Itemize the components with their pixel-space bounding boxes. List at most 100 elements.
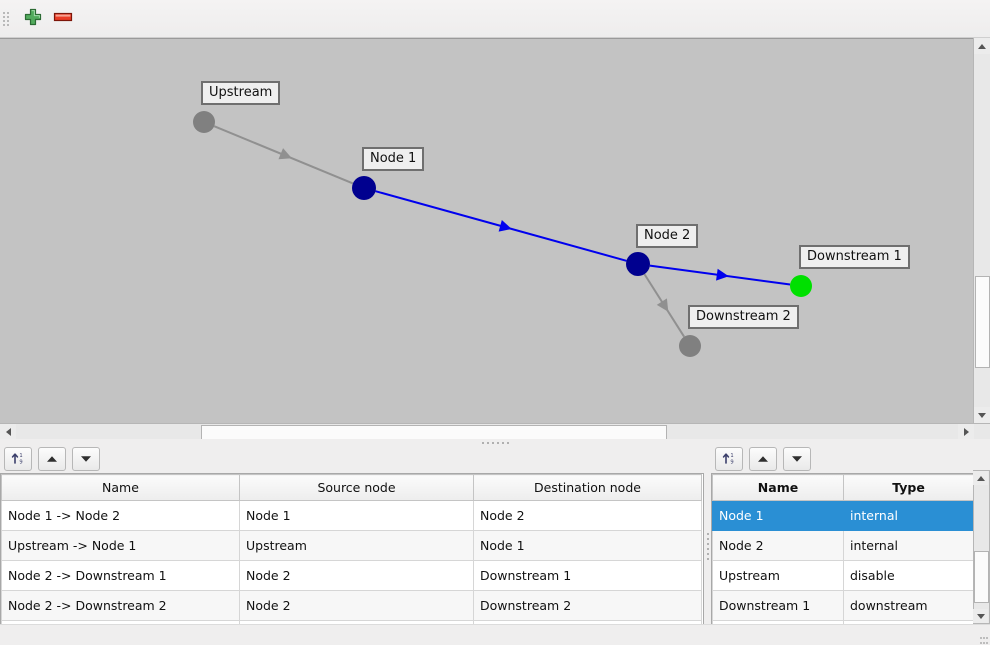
graph-node-label[interactable]: Upstream <box>201 81 281 105</box>
edge-arrowhead <box>716 268 729 281</box>
graph-node-label[interactable]: Downstream 1 <box>799 245 910 269</box>
graph-node-label[interactable]: Downstream 2 <box>688 305 799 329</box>
canvas-vertical-scrollbar[interactable] <box>973 38 990 423</box>
edges-table-cell[interactable]: Upstream <box>239 530 474 561</box>
node-layer <box>193 111 812 357</box>
edges-table-cell[interactable]: Node 2 -> Downstream 1 <box>1 560 240 591</box>
edges-table-cell[interactable]: Node 2 <box>239 590 474 621</box>
triangle-down-icon <box>790 452 804 467</box>
triangle-right-icon <box>963 428 969 436</box>
nodes-move-up-button[interactable] <box>749 447 777 471</box>
edges-table-column-header[interactable]: Source node <box>239 474 474 501</box>
edges-panel-toolbar: 1 9 <box>0 443 704 473</box>
edges-table-column-header[interactable]: Name <box>1 474 240 501</box>
horizontal-scroll-thumb[interactable] <box>201 425 667 440</box>
svg-text:9: 9 <box>19 459 22 465</box>
nodes-scroll-up-button[interactable] <box>973 471 988 485</box>
triangle-up-icon <box>978 43 986 49</box>
edges-table-cell[interactable]: Downstream 2 <box>473 590 702 621</box>
nodes-table-cell[interactable]: Upstream <box>712 560 844 591</box>
svg-text:9: 9 <box>730 459 733 465</box>
minus-icon <box>52 7 74 30</box>
graph-drawing[interactable] <box>0 39 974 439</box>
edges-table-cell[interactable]: Node 2 <box>473 500 702 531</box>
graph-node[interactable] <box>193 111 215 133</box>
nodes-table-cell[interactable]: Node 2 <box>712 530 844 561</box>
edges-table-cell[interactable]: Downstream 1 <box>473 560 702 591</box>
status-bar <box>0 624 990 645</box>
nodes-table-cell[interactable]: internal <box>843 500 974 531</box>
nodes-table-cell[interactable]: disable <box>843 560 974 591</box>
svg-text:1: 1 <box>19 453 22 459</box>
edge-arrowhead <box>498 220 512 232</box>
nodes-table-vertical-scrollbar[interactable] <box>973 470 990 624</box>
edges-table-cell[interactable]: Node 1 -> Node 2 <box>1 500 240 531</box>
edges-table-cell[interactable]: Node 1 <box>473 530 702 561</box>
resize-grip[interactable] <box>978 634 988 644</box>
scroll-down-button[interactable] <box>974 407 990 423</box>
nodes-table-column-header[interactable]: Type <box>843 474 974 501</box>
graph-node-label[interactable]: Node 2 <box>636 224 699 248</box>
graph-node-label[interactable]: Node 1 <box>362 147 425 171</box>
edges-table-cell[interactable]: Node 1 <box>239 500 474 531</box>
nodes-table-cell[interactable]: Node 1 <box>712 500 844 531</box>
graph-node[interactable] <box>790 275 812 297</box>
scroll-left-button[interactable] <box>0 424 16 440</box>
scroll-up-button[interactable] <box>974 38 990 54</box>
graph-toolbar <box>0 0 990 38</box>
plus-icon <box>23 7 43 30</box>
edges-move-up-button[interactable] <box>38 447 66 471</box>
nodes-table-cell[interactable]: downstream <box>843 590 974 621</box>
graph-node[interactable] <box>626 252 650 276</box>
add-node-button[interactable] <box>18 5 48 33</box>
triangle-down-icon <box>79 452 93 467</box>
svg-text:1: 1 <box>730 453 733 459</box>
triangle-up-icon <box>976 475 985 481</box>
nodes-move-down-button[interactable] <box>783 447 811 471</box>
graph-node[interactable] <box>352 176 376 200</box>
triangle-down-icon <box>976 613 985 619</box>
scroll-right-button[interactable] <box>958 424 974 440</box>
nodes-table-cell[interactable]: Downstream 1 <box>712 590 844 621</box>
canvas-horizontal-scrollbar[interactable] <box>0 423 990 440</box>
vertical-splitter[interactable] <box>704 470 711 622</box>
edge-arrowhead <box>278 148 292 160</box>
triangle-down-icon <box>978 412 986 418</box>
nodes-table-cell[interactable]: internal <box>843 530 974 561</box>
triangle-up-icon <box>45 452 59 467</box>
sort-arrow-icon: 1 9 <box>721 450 737 469</box>
graph-node[interactable] <box>679 335 701 357</box>
nodes-scroll-thumb[interactable] <box>974 551 989 603</box>
edges-table-cell[interactable]: Node 2 -> Downstream 2 <box>1 590 240 621</box>
edges-table-column-header[interactable]: Destination node <box>473 474 702 501</box>
remove-node-button[interactable] <box>48 5 78 33</box>
edges-table-cell[interactable]: Node 2 <box>239 560 474 591</box>
nodes-sort-button[interactable]: 1 9 <box>715 447 743 471</box>
edge-layer <box>213 125 791 338</box>
horizontal-splitter[interactable] <box>0 439 990 446</box>
nodes-scroll-down-button[interactable] <box>973 609 988 623</box>
edges-move-down-button[interactable] <box>72 447 100 471</box>
triangle-left-icon <box>5 428 11 436</box>
nodes-table-column-header[interactable]: Name <box>712 474 844 501</box>
toolbar-drag-handle[interactable] <box>3 9 12 29</box>
vertical-scroll-thumb[interactable] <box>975 276 990 368</box>
edges-table-cell[interactable]: Upstream -> Node 1 <box>1 530 240 561</box>
edges-sort-button[interactable]: 1 9 <box>4 447 32 471</box>
